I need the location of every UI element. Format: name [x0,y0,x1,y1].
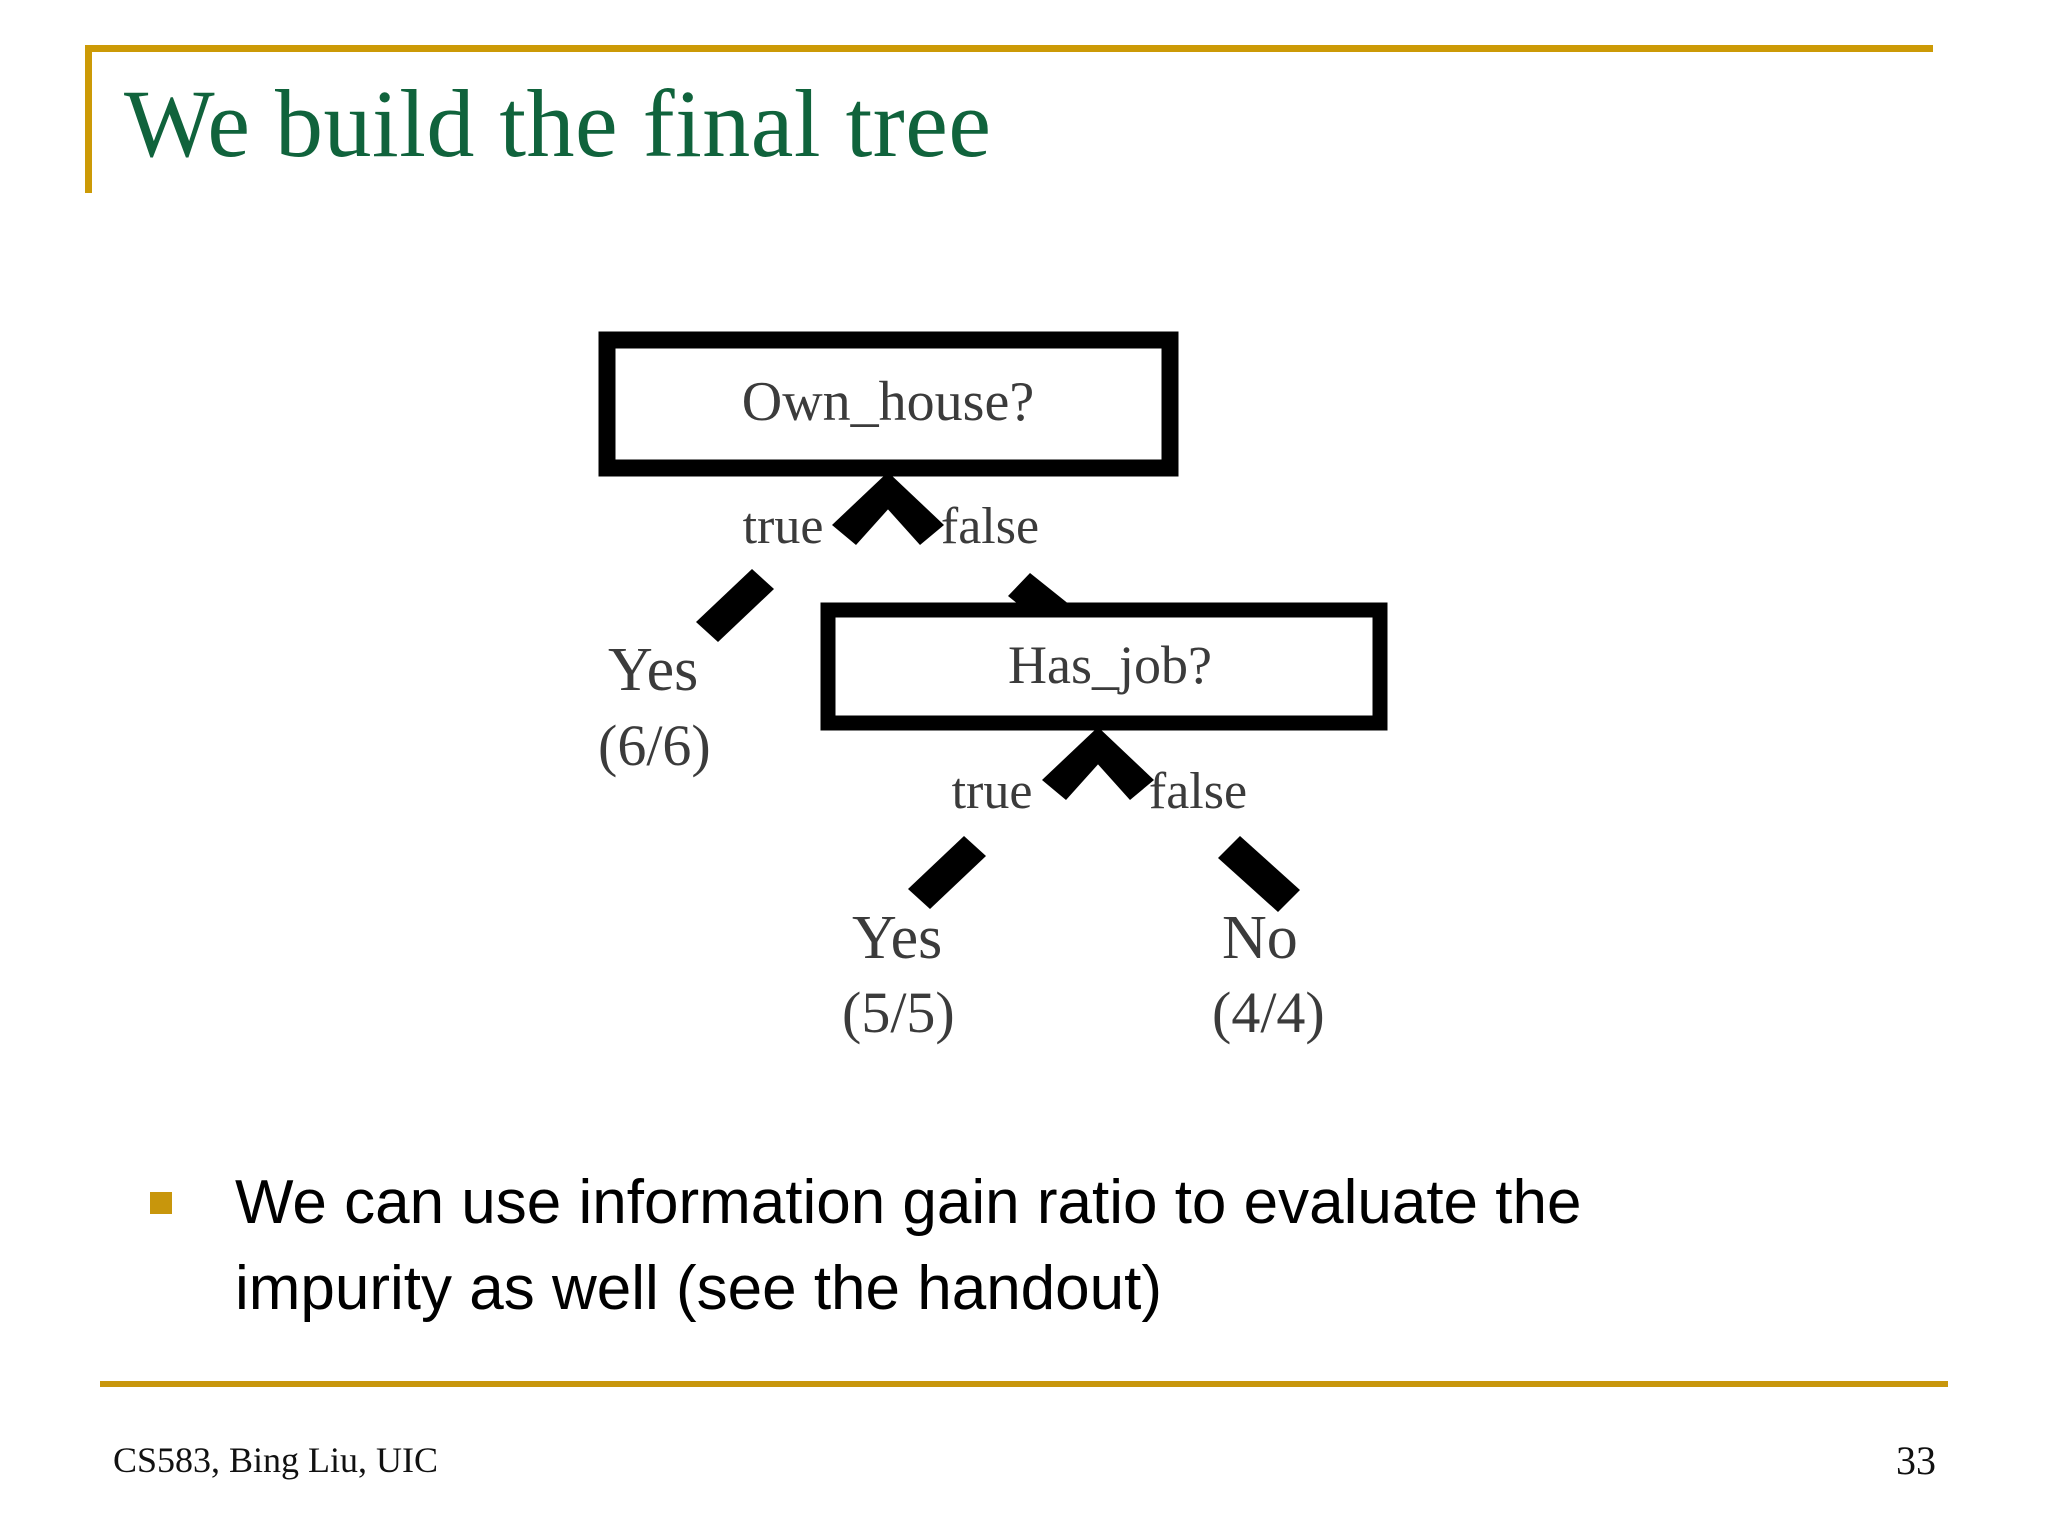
has-job-split-stubs [1042,727,1154,800]
leaf-no-4-4-count: (4/4) [1212,980,1325,1045]
own-house-box [598,331,1179,477]
edge-arrow-job-true [908,836,986,909]
leaf-yes-5-5-count: (5/5) [842,980,955,1045]
edge-arrow-root-false [1008,573,1110,660]
leaf-yes-6-6-label: Yes [608,636,698,704]
bullet-list-item: We can use information gain ratio to eva… [150,1160,1870,1331]
edge-label-job-true: true [952,763,1033,820]
leaf-no-4-4-label: No [1222,904,1298,972]
tree-node-own-house: Own_house? [598,331,1179,477]
title-left-rule [85,45,92,193]
edge-label-root-true: true [743,498,824,555]
edge-label-root-false: false [941,498,1039,555]
tree-leaf-yes-5-5: Yes (5/5) [842,904,955,1045]
leaf-yes-5-5-label: Yes [852,904,942,972]
footer-rule [100,1381,1948,1387]
page-title: We build the final tree [124,70,992,177]
footer-attribution: CS583, Bing Liu, UIC [113,1440,439,1480]
has-job-box [820,602,1388,731]
page-number: 33 [1896,1438,1936,1483]
edge-arrow-job-false [1218,836,1300,912]
bullet-text: We can use information gain ratio to eva… [235,1168,1582,1323]
title-top-rule [85,45,1933,52]
has-job-label: Has_job? [1008,635,1212,695]
edge-label-job-false: false [1149,763,1247,820]
own-house-label: Own_house? [742,371,1034,433]
tree-leaf-no-4-4: No (4/4) [1212,904,1325,1045]
root-split-stubs [832,472,944,545]
leaf-yes-6-6-count: (6/6) [598,713,711,778]
tree-node-has-job: Has_job? [820,602,1388,731]
edge-arrow-root-true [696,569,774,642]
tree-leaf-yes-6-6: Yes (6/6) [598,636,711,778]
bullet-square-icon [150,1192,172,1214]
